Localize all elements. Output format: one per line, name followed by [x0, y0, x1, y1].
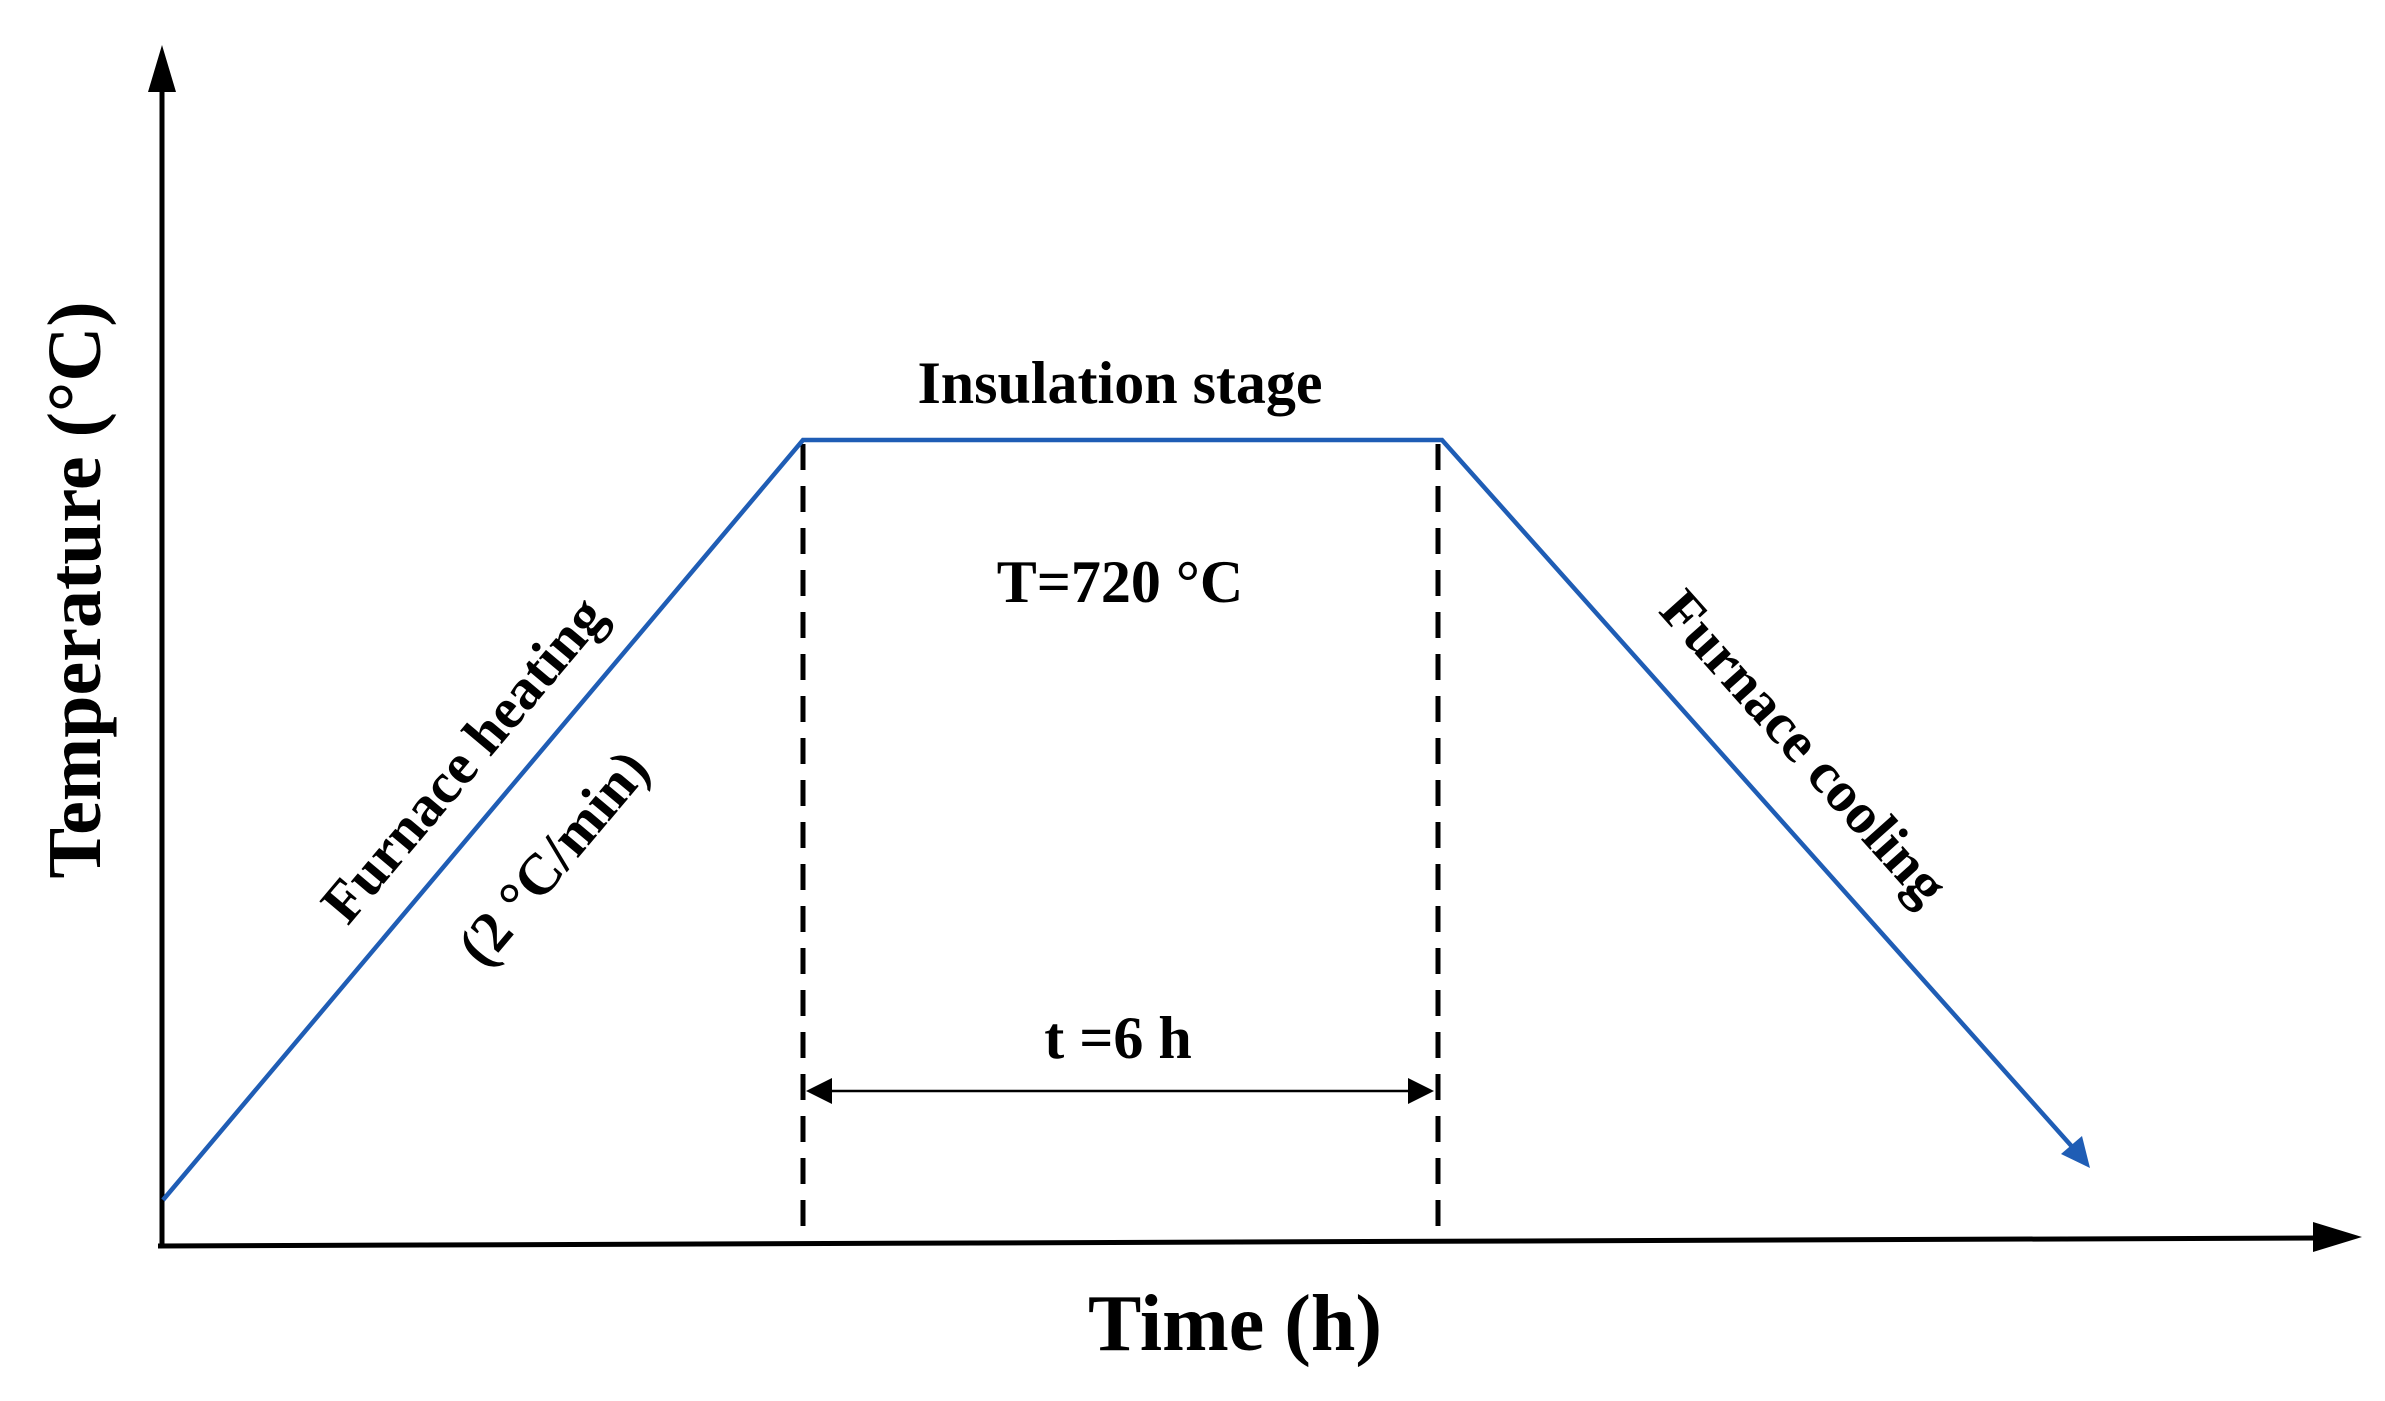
insulation-stage-label: Insulation stage — [917, 350, 1322, 416]
y-axis-title: Temperature (°C) — [33, 301, 117, 878]
y-axis — [148, 45, 176, 1248]
duration-label: t =6 h — [1044, 1005, 1192, 1071]
x-axis — [157, 1222, 2362, 1252]
furnace-cooling-label: Furnace cooling — [1648, 577, 1962, 917]
duration-double-arrow — [806, 1078, 1434, 1104]
x-axis-arrow-icon — [2313, 1222, 2362, 1252]
y-axis-arrow-icon — [148, 45, 176, 92]
arrow-left-icon — [806, 1078, 832, 1104]
temperature-label: T=720 °C — [997, 549, 1244, 615]
profile-line — [161, 437, 2077, 1202]
temperature-profile — [161, 437, 2090, 1202]
cooling-arrow-icon — [2061, 1136, 2090, 1168]
x-axis-title: Time (h) — [1088, 1280, 1382, 1368]
arrow-right-icon — [1408, 1078, 1434, 1104]
x-axis-line — [157, 1235, 2321, 1249]
